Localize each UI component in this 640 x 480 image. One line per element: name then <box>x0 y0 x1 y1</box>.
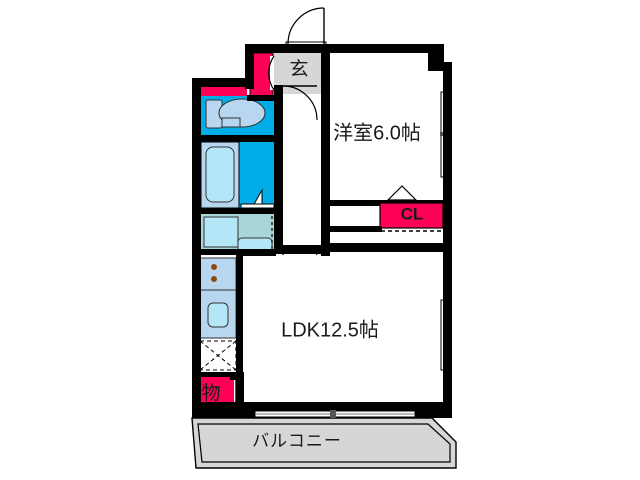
refrigerator-space <box>199 340 237 371</box>
wall-closet-left-bottom <box>330 226 382 232</box>
wall-ne-notch-fill <box>428 53 444 71</box>
kitchen-stove <box>199 257 237 291</box>
wall-corridor-west-main <box>274 85 283 251</box>
wall-bath-south <box>201 208 274 214</box>
bathroom-door-threshold <box>240 203 275 209</box>
wall-overlays <box>192 44 452 410</box>
refrigerator-space-hatch-2 <box>199 340 237 371</box>
toilet-room <box>199 87 274 142</box>
bathtub <box>205 146 235 203</box>
storage-label: 物 <box>201 382 220 404</box>
wall-west-main <box>192 78 201 410</box>
bedroom-floor <box>330 53 443 203</box>
washing-machine <box>203 216 239 248</box>
wall-genkan-west-main <box>245 44 254 89</box>
stove-burner-1 <box>211 264 217 270</box>
wall-corridor-east-main <box>321 49 330 201</box>
kitchen <box>199 257 237 371</box>
kitchen-counter <box>199 289 237 339</box>
wall-north-main <box>245 44 436 53</box>
closet-block <box>379 202 444 229</box>
genkan-label: 玄 <box>289 58 308 80</box>
stove-burner-2 <box>211 276 217 282</box>
wall-storage-north <box>192 372 244 380</box>
wall-kitchen-north <box>236 249 276 256</box>
wall-toilet-north-stub <box>247 95 274 101</box>
kitchen-sink <box>207 302 229 328</box>
balcony-label: バルコニー <box>252 431 342 450</box>
closet: CL <box>330 185 444 232</box>
ldk: LDK12.5帖 <box>236 255 449 418</box>
balcony-sliding-door-handle <box>330 409 336 418</box>
washroom <box>201 214 274 255</box>
wall-nw-step-main <box>192 78 249 87</box>
hallway-floor <box>279 94 321 244</box>
wall-corridor-south <box>274 245 330 254</box>
bedroom-label: 洋室6.0帖 <box>333 121 421 144</box>
wall-east-main <box>443 62 452 410</box>
wall-storage-east <box>236 372 244 410</box>
entrance-door-swing-arc <box>287 7 325 45</box>
balcony-sliding-door[interactable] <box>254 409 416 418</box>
ldk-floor <box>236 255 443 409</box>
toilet-shelf <box>199 87 247 96</box>
wall-toilet-south <box>201 135 274 142</box>
genkan-inner-door-opening <box>270 56 274 90</box>
toilet-seat-connector <box>221 117 241 128</box>
ldk-label: LDK12.5帖 <box>281 318 379 341</box>
wall-ldk-north <box>330 243 443 252</box>
closet-hanger-symbol <box>386 185 418 201</box>
wall-south-main <box>192 402 452 410</box>
genkan-inner-door-swing-arc <box>268 55 275 91</box>
wall-kitchen-east <box>236 255 243 375</box>
closet-label: CL <box>401 204 424 223</box>
balcony-area: バルコニー <box>191 417 457 469</box>
genkan-inner-door[interactable] <box>268 55 275 91</box>
hall-door[interactable] <box>282 85 318 121</box>
balcony-inner-rail <box>197 423 451 463</box>
bathroom <box>200 141 275 214</box>
